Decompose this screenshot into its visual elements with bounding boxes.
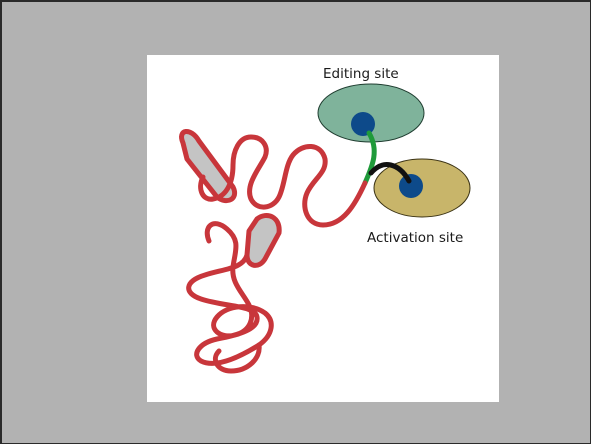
helix-domain-lower	[247, 215, 279, 265]
figure-panel: Editing site Activation site	[147, 55, 499, 402]
activation-site-label: Activation site	[367, 230, 463, 246]
activation-site-ball	[399, 174, 423, 198]
editing-site-label: Editing site	[323, 66, 399, 82]
enzyme-diagram: Editing site Activation site	[147, 55, 499, 402]
activation-site	[374, 159, 470, 217]
